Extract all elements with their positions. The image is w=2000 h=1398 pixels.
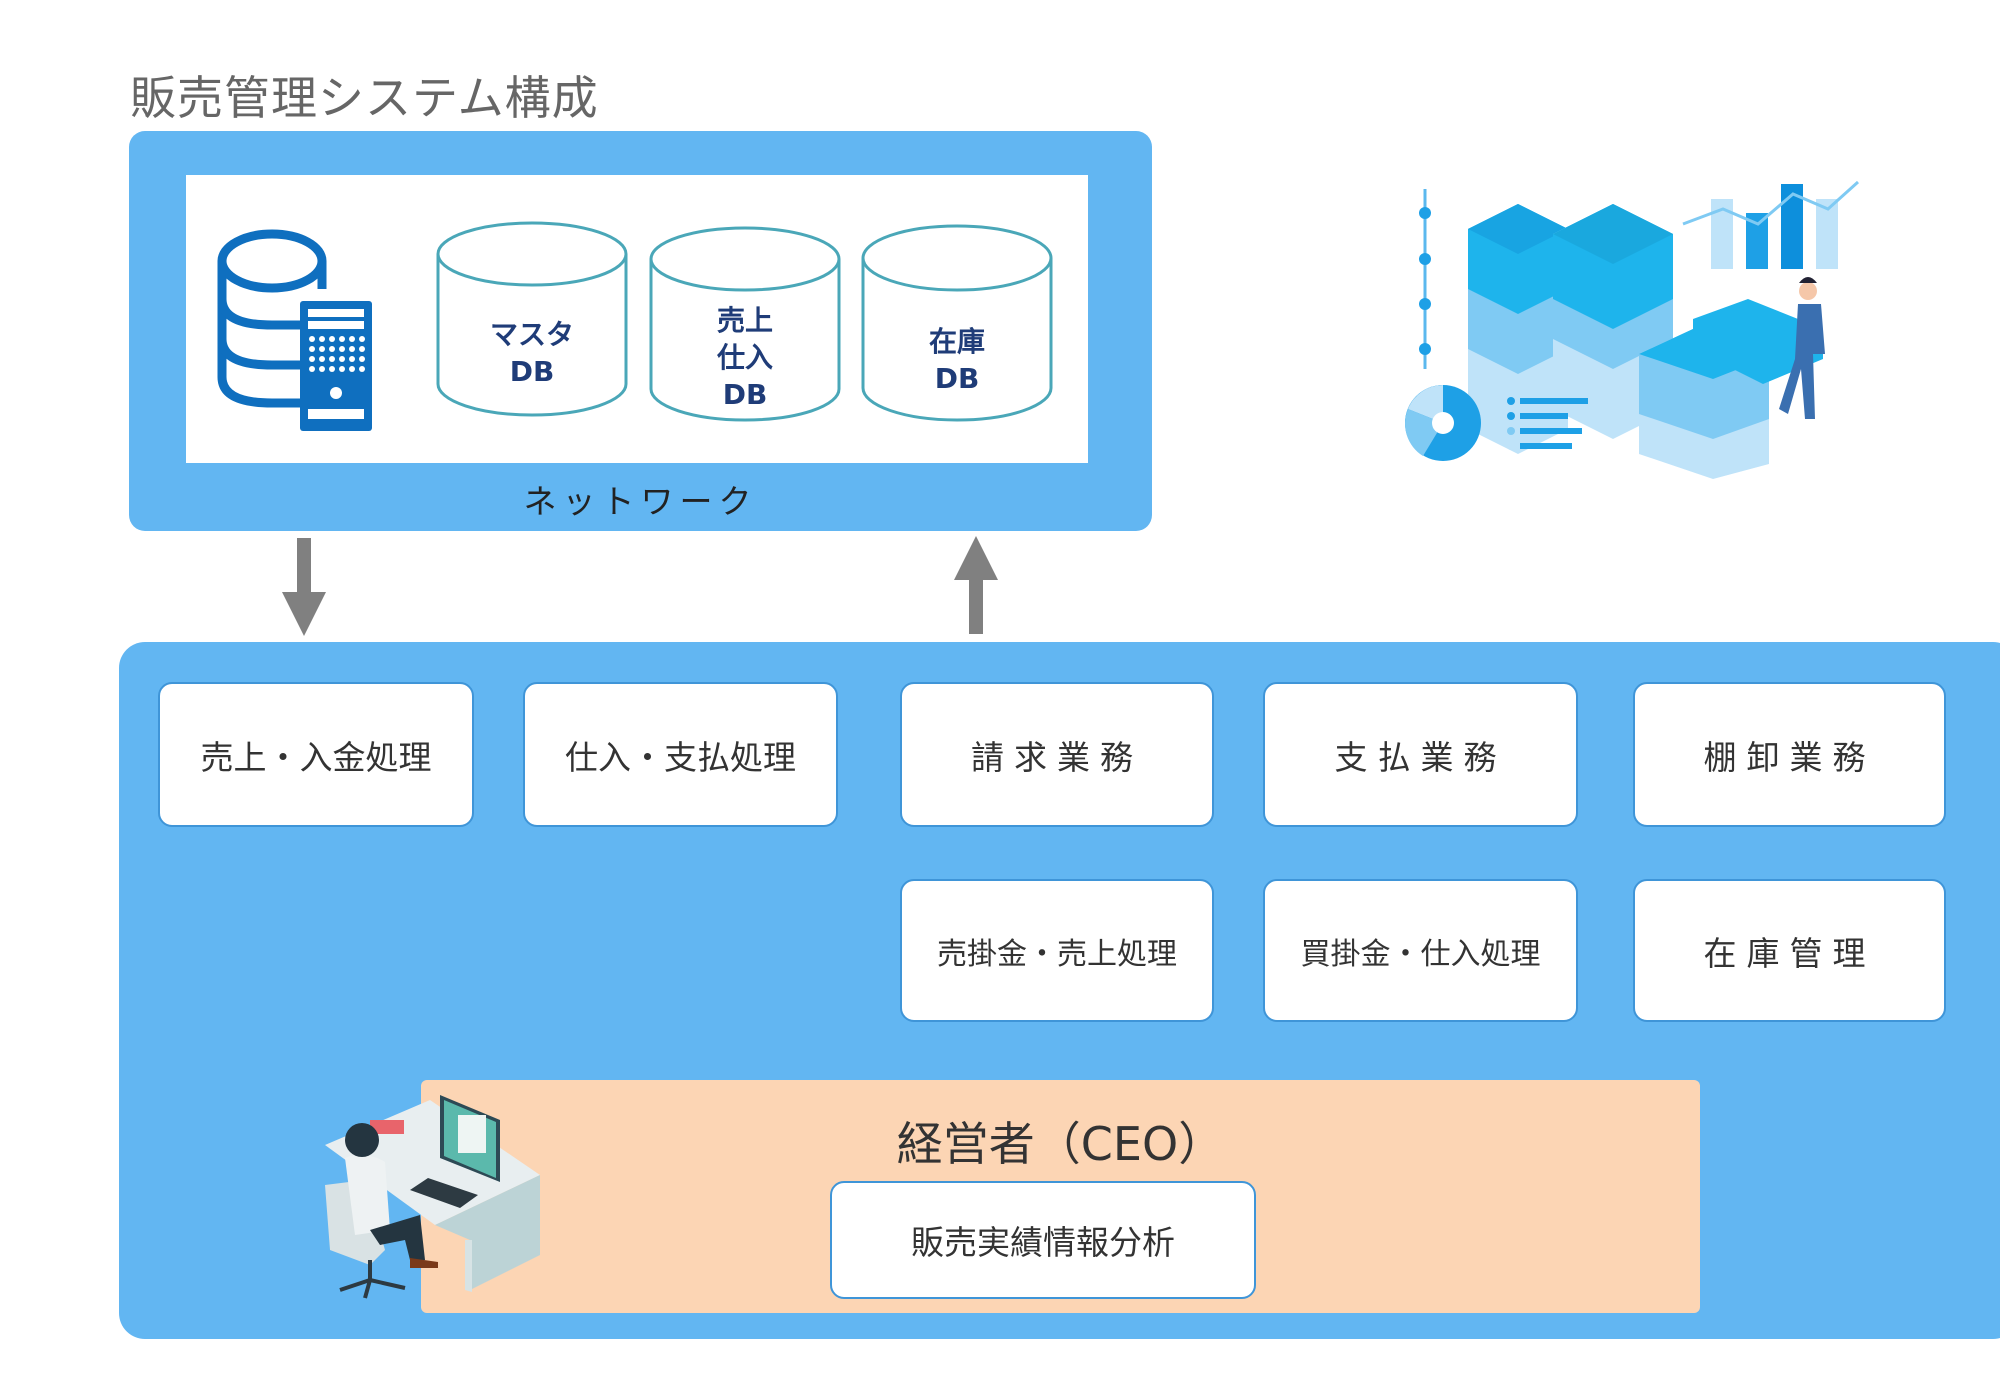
receivables-sales-box: 売掛金・売上処理 — [900, 879, 1214, 1022]
purchase-payment-process-box: 仕入・支払処理 — [523, 682, 838, 827]
db-label-line: マスタ — [489, 318, 574, 351]
db-label-line: DB — [509, 355, 555, 388]
analytics-illustration — [1405, 180, 1860, 479]
payables-purchase-box: 買掛金・仕入処理 — [1263, 879, 1578, 1022]
stocktaking-box: 棚卸業務 — [1633, 682, 1946, 827]
db-label-line: 売上 — [716, 304, 773, 337]
db-label-line: 仕入 — [716, 341, 773, 374]
ceo-title: 経営者（CEO） — [896, 1117, 1225, 1171]
office-worker-illustration — [325, 1095, 540, 1299]
sales-receipt-process-box: 売上・入金処理 — [158, 682, 474, 827]
db-label-line: DB — [934, 362, 980, 395]
db-label-line: DB — [722, 378, 768, 411]
payment-box: 支払業務 — [1263, 682, 1578, 827]
arrow-up-icon — [954, 536, 998, 634]
page-title: 販売管理システム構成 — [130, 71, 599, 125]
sales-purchase-db-cylinder: 売上 仕入 DB — [648, 226, 842, 422]
database-server-icon — [217, 229, 372, 431]
db-label-line: 在庫 — [928, 325, 985, 358]
cylinder-shape — [436, 221, 628, 417]
billing-box: 請求業務 — [900, 682, 1214, 827]
cylinder-shape — [649, 226, 841, 422]
inventory-db-cylinder: 在庫 DB — [860, 223, 1054, 423]
sales-analysis-box: 販売実績情報分析 — [830, 1181, 1256, 1299]
network-label: ネットワーク — [523, 482, 758, 521]
cylinder-shape — [861, 224, 1053, 422]
arrow-down-icon — [282, 538, 326, 636]
master-db-cylinder: マスタ DB — [435, 221, 629, 417]
inventory-management-box: 在庫管理 — [1633, 879, 1946, 1022]
